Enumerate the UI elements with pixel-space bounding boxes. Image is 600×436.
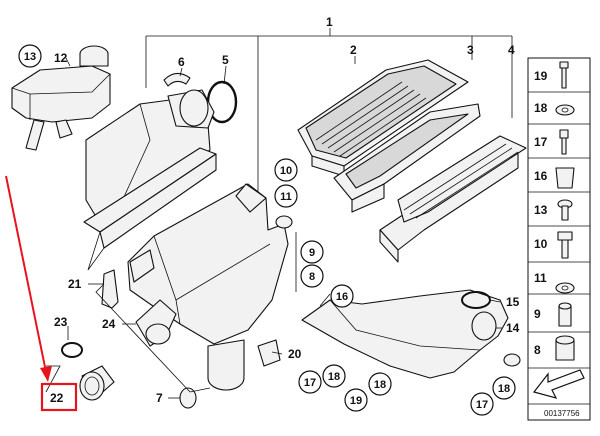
callout-1[interactable]: 1 xyxy=(326,15,333,29)
expanding-rivet-icon xyxy=(557,199,573,221)
highlight-arrow xyxy=(5,175,52,382)
side-label-8[interactable]: 8 xyxy=(534,343,541,357)
callout-21[interactable]: 21 xyxy=(68,277,82,291)
side-label-11[interactable]: 11 xyxy=(534,271,547,285)
rubber-mount[interactable] xyxy=(257,339,281,367)
circled-callout-18[interactable]: 18 xyxy=(492,376,516,400)
circled-callout-17[interactable]: 17 xyxy=(470,392,494,416)
callout-6[interactable]: 6 xyxy=(178,55,185,69)
hose-clamp[interactable] xyxy=(61,342,83,358)
svg-text:16: 16 xyxy=(336,291,348,303)
callout-22[interactable]: 22 xyxy=(50,391,64,405)
svg-text:9: 9 xyxy=(309,247,315,259)
circled-callouts: 13 10 11 9 8 16 17 18 xyxy=(18,44,516,416)
callout-2[interactable]: 2 xyxy=(350,43,357,57)
stud-bolt-icon xyxy=(559,129,569,155)
circled-callout-9[interactable]: 9 xyxy=(300,240,324,264)
callout-23[interactable]: 23 xyxy=(54,315,68,329)
side-label-18[interactable]: 18 xyxy=(534,101,548,115)
circled-callout-18[interactable]: 18 xyxy=(368,372,392,396)
svg-text:17: 17 xyxy=(304,377,316,389)
side-label-16[interactable]: 16 xyxy=(534,169,548,183)
side-label-19[interactable]: 19 xyxy=(534,69,548,83)
filter-frame[interactable] xyxy=(333,103,481,213)
svg-text:17: 17 xyxy=(476,399,488,411)
bolt-icon xyxy=(559,61,569,89)
callout-12[interactable]: 12 xyxy=(54,51,68,65)
side-label-17[interactable]: 17 xyxy=(534,135,548,149)
side-panel-labels: 19 18 17 16 13 10 11 9 8 xyxy=(534,69,548,357)
svg-text:18: 18 xyxy=(498,383,510,395)
svg-text:13: 13 xyxy=(24,51,36,63)
svg-text:11: 11 xyxy=(280,191,292,203)
highlight-box xyxy=(40,382,78,412)
callout-3[interactable]: 3 xyxy=(467,43,474,57)
svg-text:10: 10 xyxy=(280,165,292,177)
plain-callouts: 1 2 3 4 5 6 7 12 14 15 20 21 23 24 xyxy=(54,15,520,405)
sleeve-icon xyxy=(558,302,572,327)
side-label-13[interactable]: 13 xyxy=(534,203,548,217)
callout-15[interactable]: 15 xyxy=(506,295,520,309)
circled-callout-16[interactable]: 16 xyxy=(330,284,354,308)
hose-clip[interactable] xyxy=(163,72,191,87)
filter-housing-cover[interactable] xyxy=(83,89,217,271)
circled-callout-17[interactable]: 17 xyxy=(298,370,322,394)
pointer-arrow-icon xyxy=(532,369,585,399)
callout-14[interactable]: 14 xyxy=(506,321,520,335)
svg-text:18: 18 xyxy=(374,379,386,391)
washer-icon xyxy=(555,104,575,116)
side-label-10[interactable]: 10 xyxy=(534,237,548,251)
callout-24[interactable]: 24 xyxy=(102,317,116,331)
clip-nut-icon xyxy=(555,167,575,189)
mounting-bracket[interactable] xyxy=(101,269,119,309)
callout-20[interactable]: 20 xyxy=(288,347,302,361)
circled-callout-18[interactable]: 18 xyxy=(322,364,346,388)
intake-air-pipe[interactable] xyxy=(301,289,521,379)
intake-duct-part-22[interactable] xyxy=(79,365,115,401)
side-label-9[interactable]: 9 xyxy=(534,307,541,321)
expansion-tank[interactable] xyxy=(11,45,111,151)
svg-text:8: 8 xyxy=(309,271,315,283)
filter-housing-lower[interactable] xyxy=(127,183,293,391)
svg-text:18: 18 xyxy=(328,371,340,383)
circled-callout-19[interactable]: 19 xyxy=(344,388,368,412)
air-filter-element[interactable] xyxy=(297,59,469,177)
circled-callout-13[interactable]: 13 xyxy=(18,44,42,68)
callout-7[interactable]: 7 xyxy=(156,391,163,405)
filter-lower-frame[interactable] xyxy=(379,135,527,263)
circled-callout-10[interactable]: 10 xyxy=(274,158,298,182)
circled-callout-8[interactable]: 8 xyxy=(300,264,324,288)
circled-callout-11[interactable]: 11 xyxy=(274,184,298,208)
svg-text:19: 19 xyxy=(350,395,362,407)
callout-5[interactable]: 5 xyxy=(222,53,229,67)
washer-icon xyxy=(555,282,575,294)
reference-number: 00137756 xyxy=(544,409,580,418)
callout-4[interactable]: 4 xyxy=(508,43,515,57)
grommet-icon xyxy=(555,335,575,361)
hex-bolt-icon xyxy=(557,231,573,259)
